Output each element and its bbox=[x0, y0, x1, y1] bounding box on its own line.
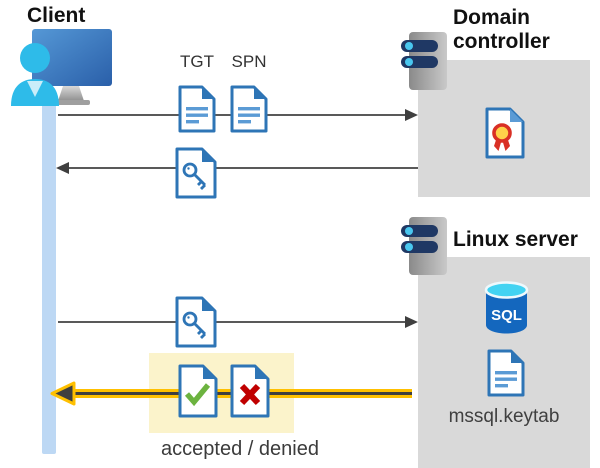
certificate-icon bbox=[485, 107, 525, 159]
service-ticket-key-document-icon bbox=[175, 296, 217, 348]
accepted-document-icon bbox=[178, 364, 218, 418]
keytab-filename: mssql.keytab bbox=[448, 406, 560, 427]
domain-controller-server-icon bbox=[401, 32, 447, 90]
client-title: Client bbox=[27, 4, 86, 27]
client-icon bbox=[11, 29, 112, 106]
linux-server-icon bbox=[401, 217, 447, 275]
monitor-icon bbox=[32, 29, 112, 105]
domain-controller-title: Domain controller bbox=[453, 6, 550, 53]
client-lifeline bbox=[42, 98, 56, 454]
service-ticket-arrow-line bbox=[58, 321, 408, 323]
sql-label: SQL bbox=[491, 307, 522, 324]
ticket-response-arrowhead-icon bbox=[56, 162, 69, 174]
key-glyph-icon bbox=[182, 162, 206, 190]
tgt-document-icon bbox=[178, 85, 216, 133]
ticket-key-document-icon bbox=[175, 147, 217, 199]
result-arrowhead-icon bbox=[50, 381, 76, 406]
tgt-label: TGT bbox=[180, 52, 214, 71]
denied-document-icon bbox=[230, 364, 270, 418]
spn-document-icon bbox=[230, 85, 268, 133]
sql-database-icon: SQL bbox=[484, 281, 529, 334]
key-glyph-icon bbox=[182, 311, 206, 339]
keytab-document-icon bbox=[487, 349, 525, 397]
check-icon bbox=[184, 383, 211, 407]
service-ticket-arrowhead-icon bbox=[405, 316, 418, 328]
spn-label: SPN bbox=[231, 52, 267, 71]
tgt-spn-request-arrowhead-icon bbox=[405, 109, 418, 121]
person-icon bbox=[11, 43, 59, 106]
x-icon bbox=[239, 383, 261, 406]
ticket-response-arrow-line bbox=[68, 167, 418, 169]
linux-server-title: Linux server bbox=[453, 228, 578, 251]
result-caption: accepted / denied bbox=[161, 438, 319, 460]
